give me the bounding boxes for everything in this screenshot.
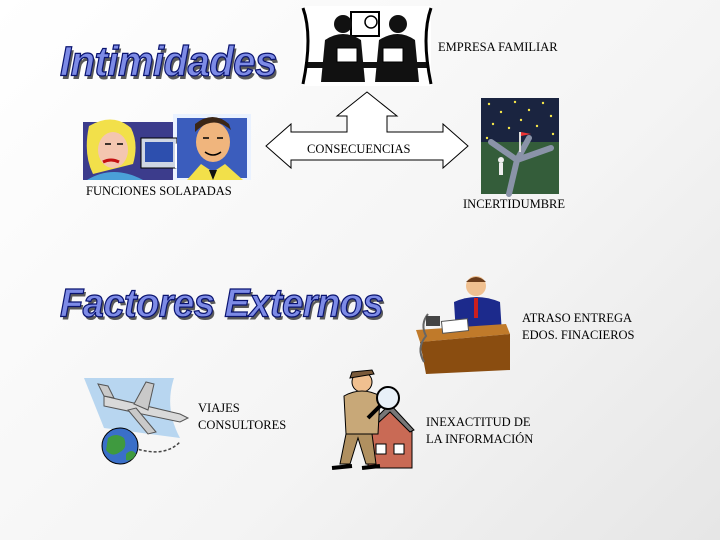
two-people-computer-clipart-icon (83, 114, 251, 180)
meeting-clipart-icon (301, 6, 433, 86)
businessman-desk-clipart-icon (416, 276, 510, 374)
inspector-house-clipart-icon (331, 369, 415, 470)
label-inexactitud-line2: LA INFORMACIÓN (426, 432, 534, 446)
title-factores-externos: Factores Externos (59, 281, 384, 327)
title-intimidades: Intimidades (59, 38, 277, 86)
night-crossroads-clipart-icon (481, 98, 559, 197)
label-atraso-line1: ATRASO ENTREGA (522, 311, 633, 325)
airplane-globe-clipart-icon (84, 378, 190, 465)
label-empresa-familiar: EMPRESA FAMILIAR (438, 40, 558, 54)
label-atraso-line2: EDOS. FINACIEROS (522, 328, 635, 342)
label-consecuencias: CONSECUENCIAS (307, 142, 411, 156)
label-inexactitud-line1: INEXACTITUD DE (426, 415, 531, 429)
label-viajes-line2: CONSULTORES (198, 418, 287, 432)
label-funciones-solapadas: FUNCIONES SOLAPADAS (86, 184, 232, 198)
consecuencias-arrow-shape (265, 91, 469, 170)
label-viajes-line1: VIAJES (198, 401, 240, 415)
label-incertidumbre: INCERTIDUMBRE (463, 197, 566, 211)
